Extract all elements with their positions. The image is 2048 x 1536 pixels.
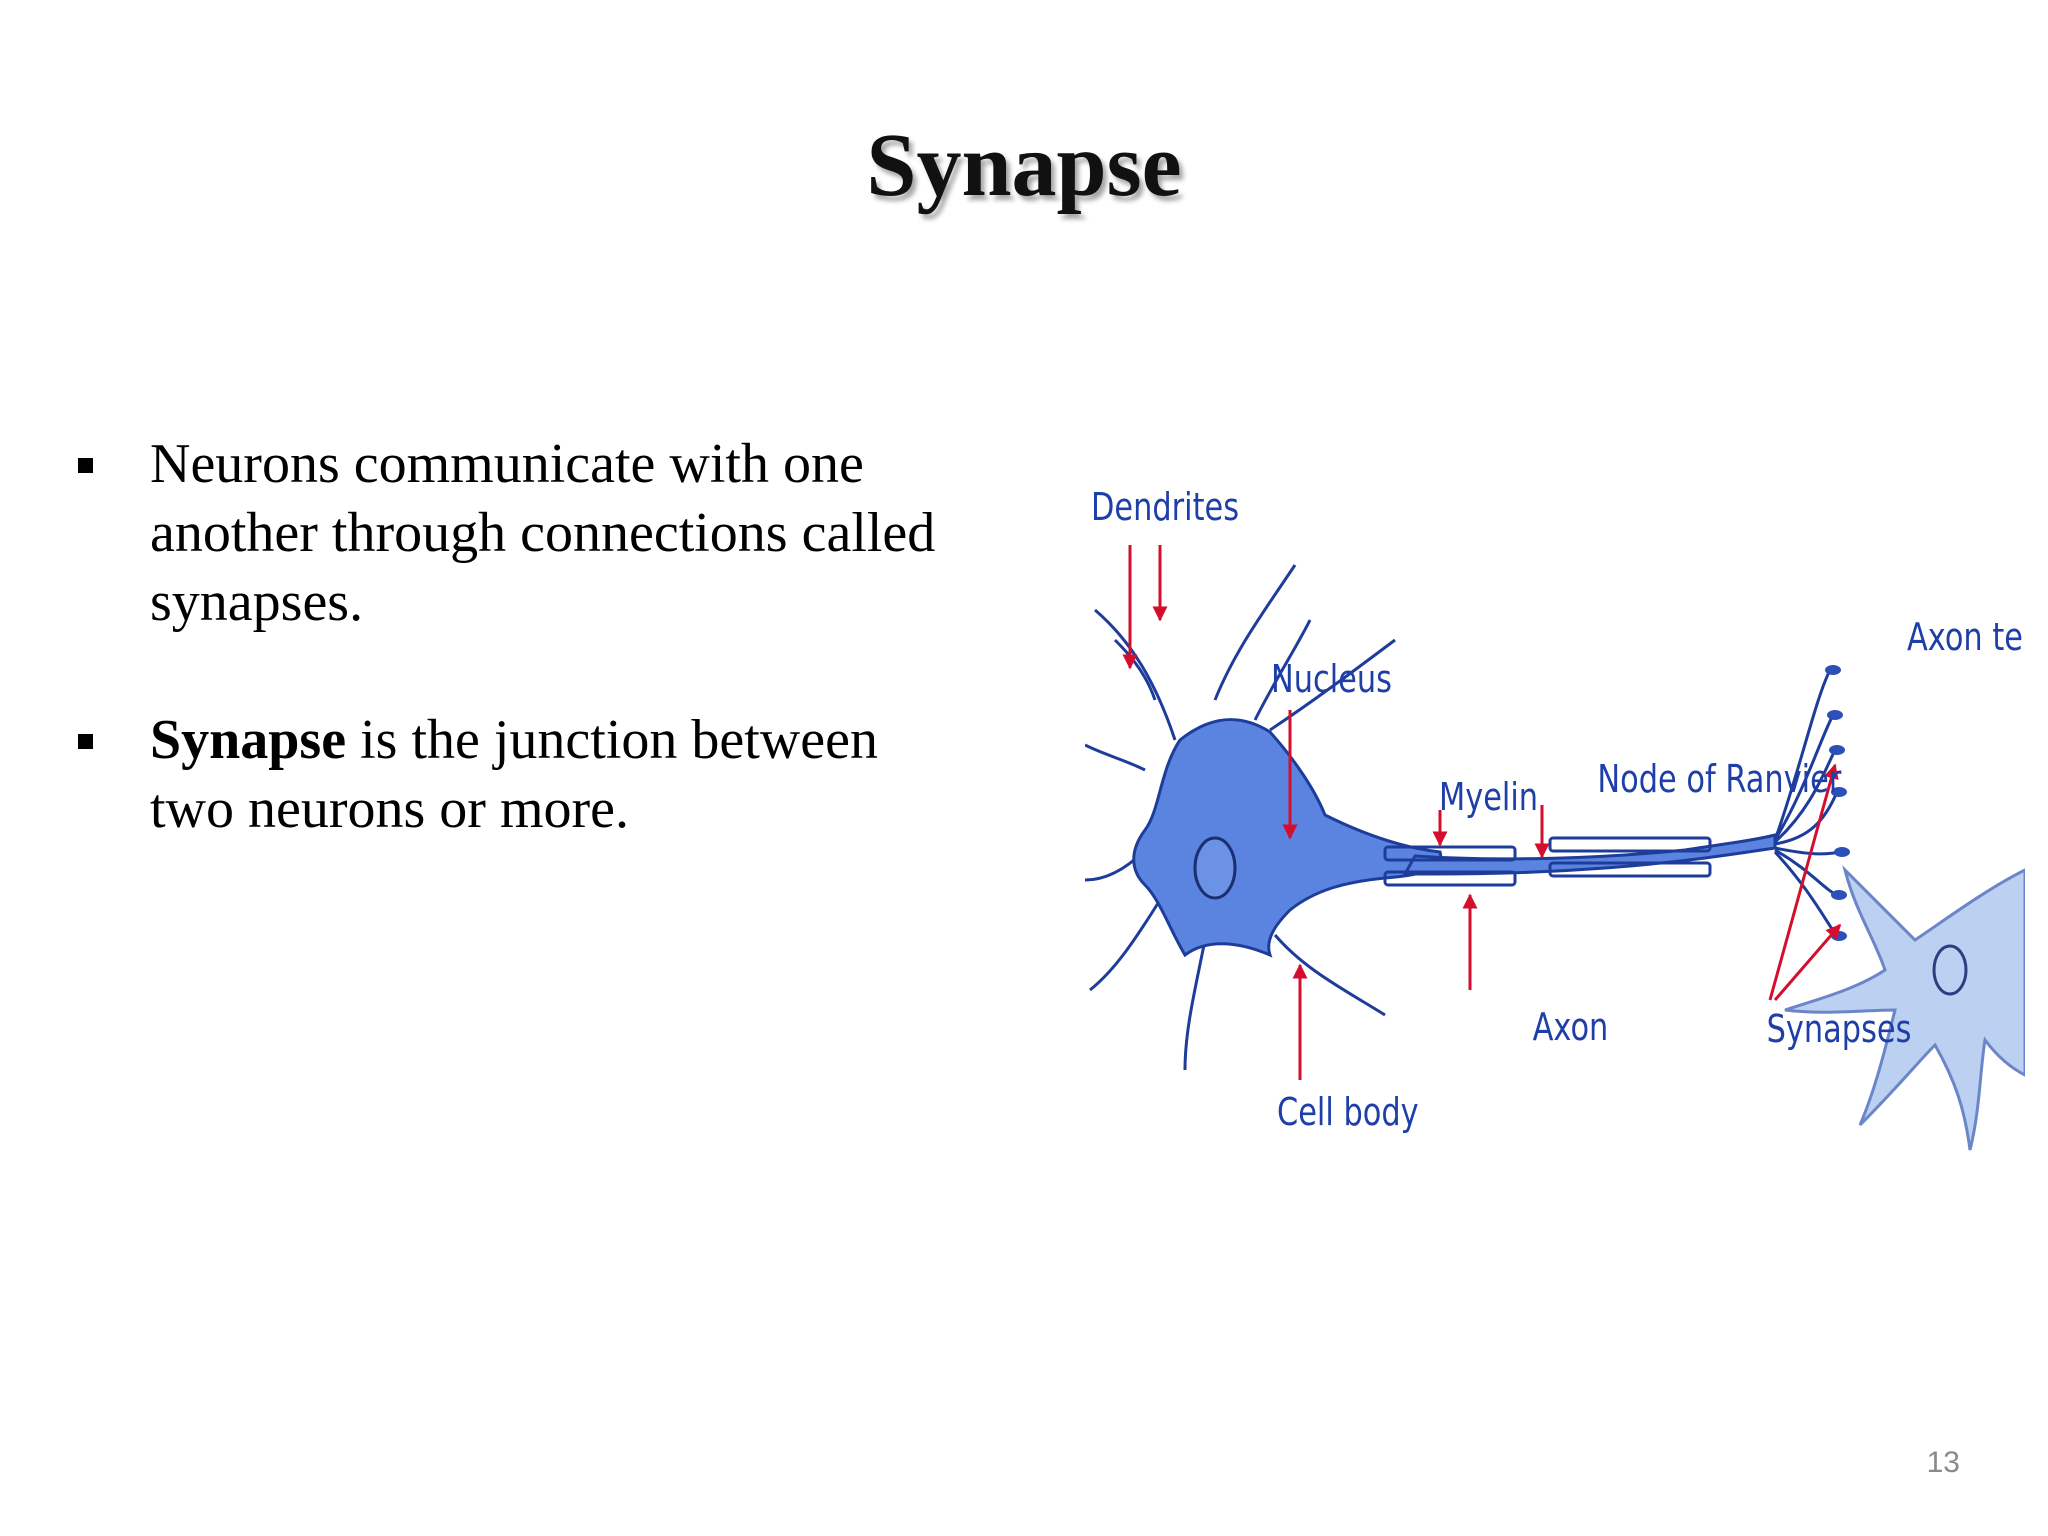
bullet-text: is the junction between two neurons or m… (150, 709, 878, 840)
label-myelin: Myelin (1439, 776, 1538, 820)
axon-terminal-branches (1773, 669, 1841, 937)
label-dendrites: Dendrites (1091, 486, 1239, 530)
label-cell-body: Cell body (1277, 1091, 1419, 1135)
bullet-item: Neurons communicate with one another thr… (70, 430, 970, 637)
pointer-arrows (1122, 545, 1842, 1080)
cell-body (1132, 718, 1443, 958)
square-bullet-icon (78, 458, 93, 473)
receiving-neuron (1784, 865, 2025, 1151)
label-node-of-ranvier: Node of Ranvier (1597, 758, 1842, 802)
bullet-item: Synapse is the junction between two neur… (70, 706, 970, 844)
axon (1402, 833, 1777, 876)
square-bullet-icon (78, 734, 93, 749)
nucleus (1193, 836, 1237, 900)
neuron-diagram: Dendrites Nucleus Myelin Node of Ranvier… (1085, 470, 2025, 1190)
label-axon: Axon (1533, 1006, 1609, 1050)
bullet-list: Neurons communicate with one another thr… (70, 430, 970, 913)
axon-terminal-knobs (1825, 665, 1850, 941)
label-axon-terminals: Axon terminals (1907, 616, 2025, 660)
neuron-illustration: Dendrites Nucleus Myelin Node of Ranvier… (1085, 486, 2025, 1151)
slide-title: Synapse (866, 116, 1182, 215)
bullet-bold-text: Synapse (150, 709, 347, 771)
bullet-text: Neurons communicate with one another thr… (150, 433, 936, 633)
label-synapses: Synapses (1767, 1008, 1912, 1052)
dendrites (1085, 564, 1396, 1071)
myelin-sheaths (1383, 836, 1712, 887)
page-number: 13 (1926, 1446, 1960, 1479)
label-nucleus: Nucleus (1271, 658, 1392, 702)
